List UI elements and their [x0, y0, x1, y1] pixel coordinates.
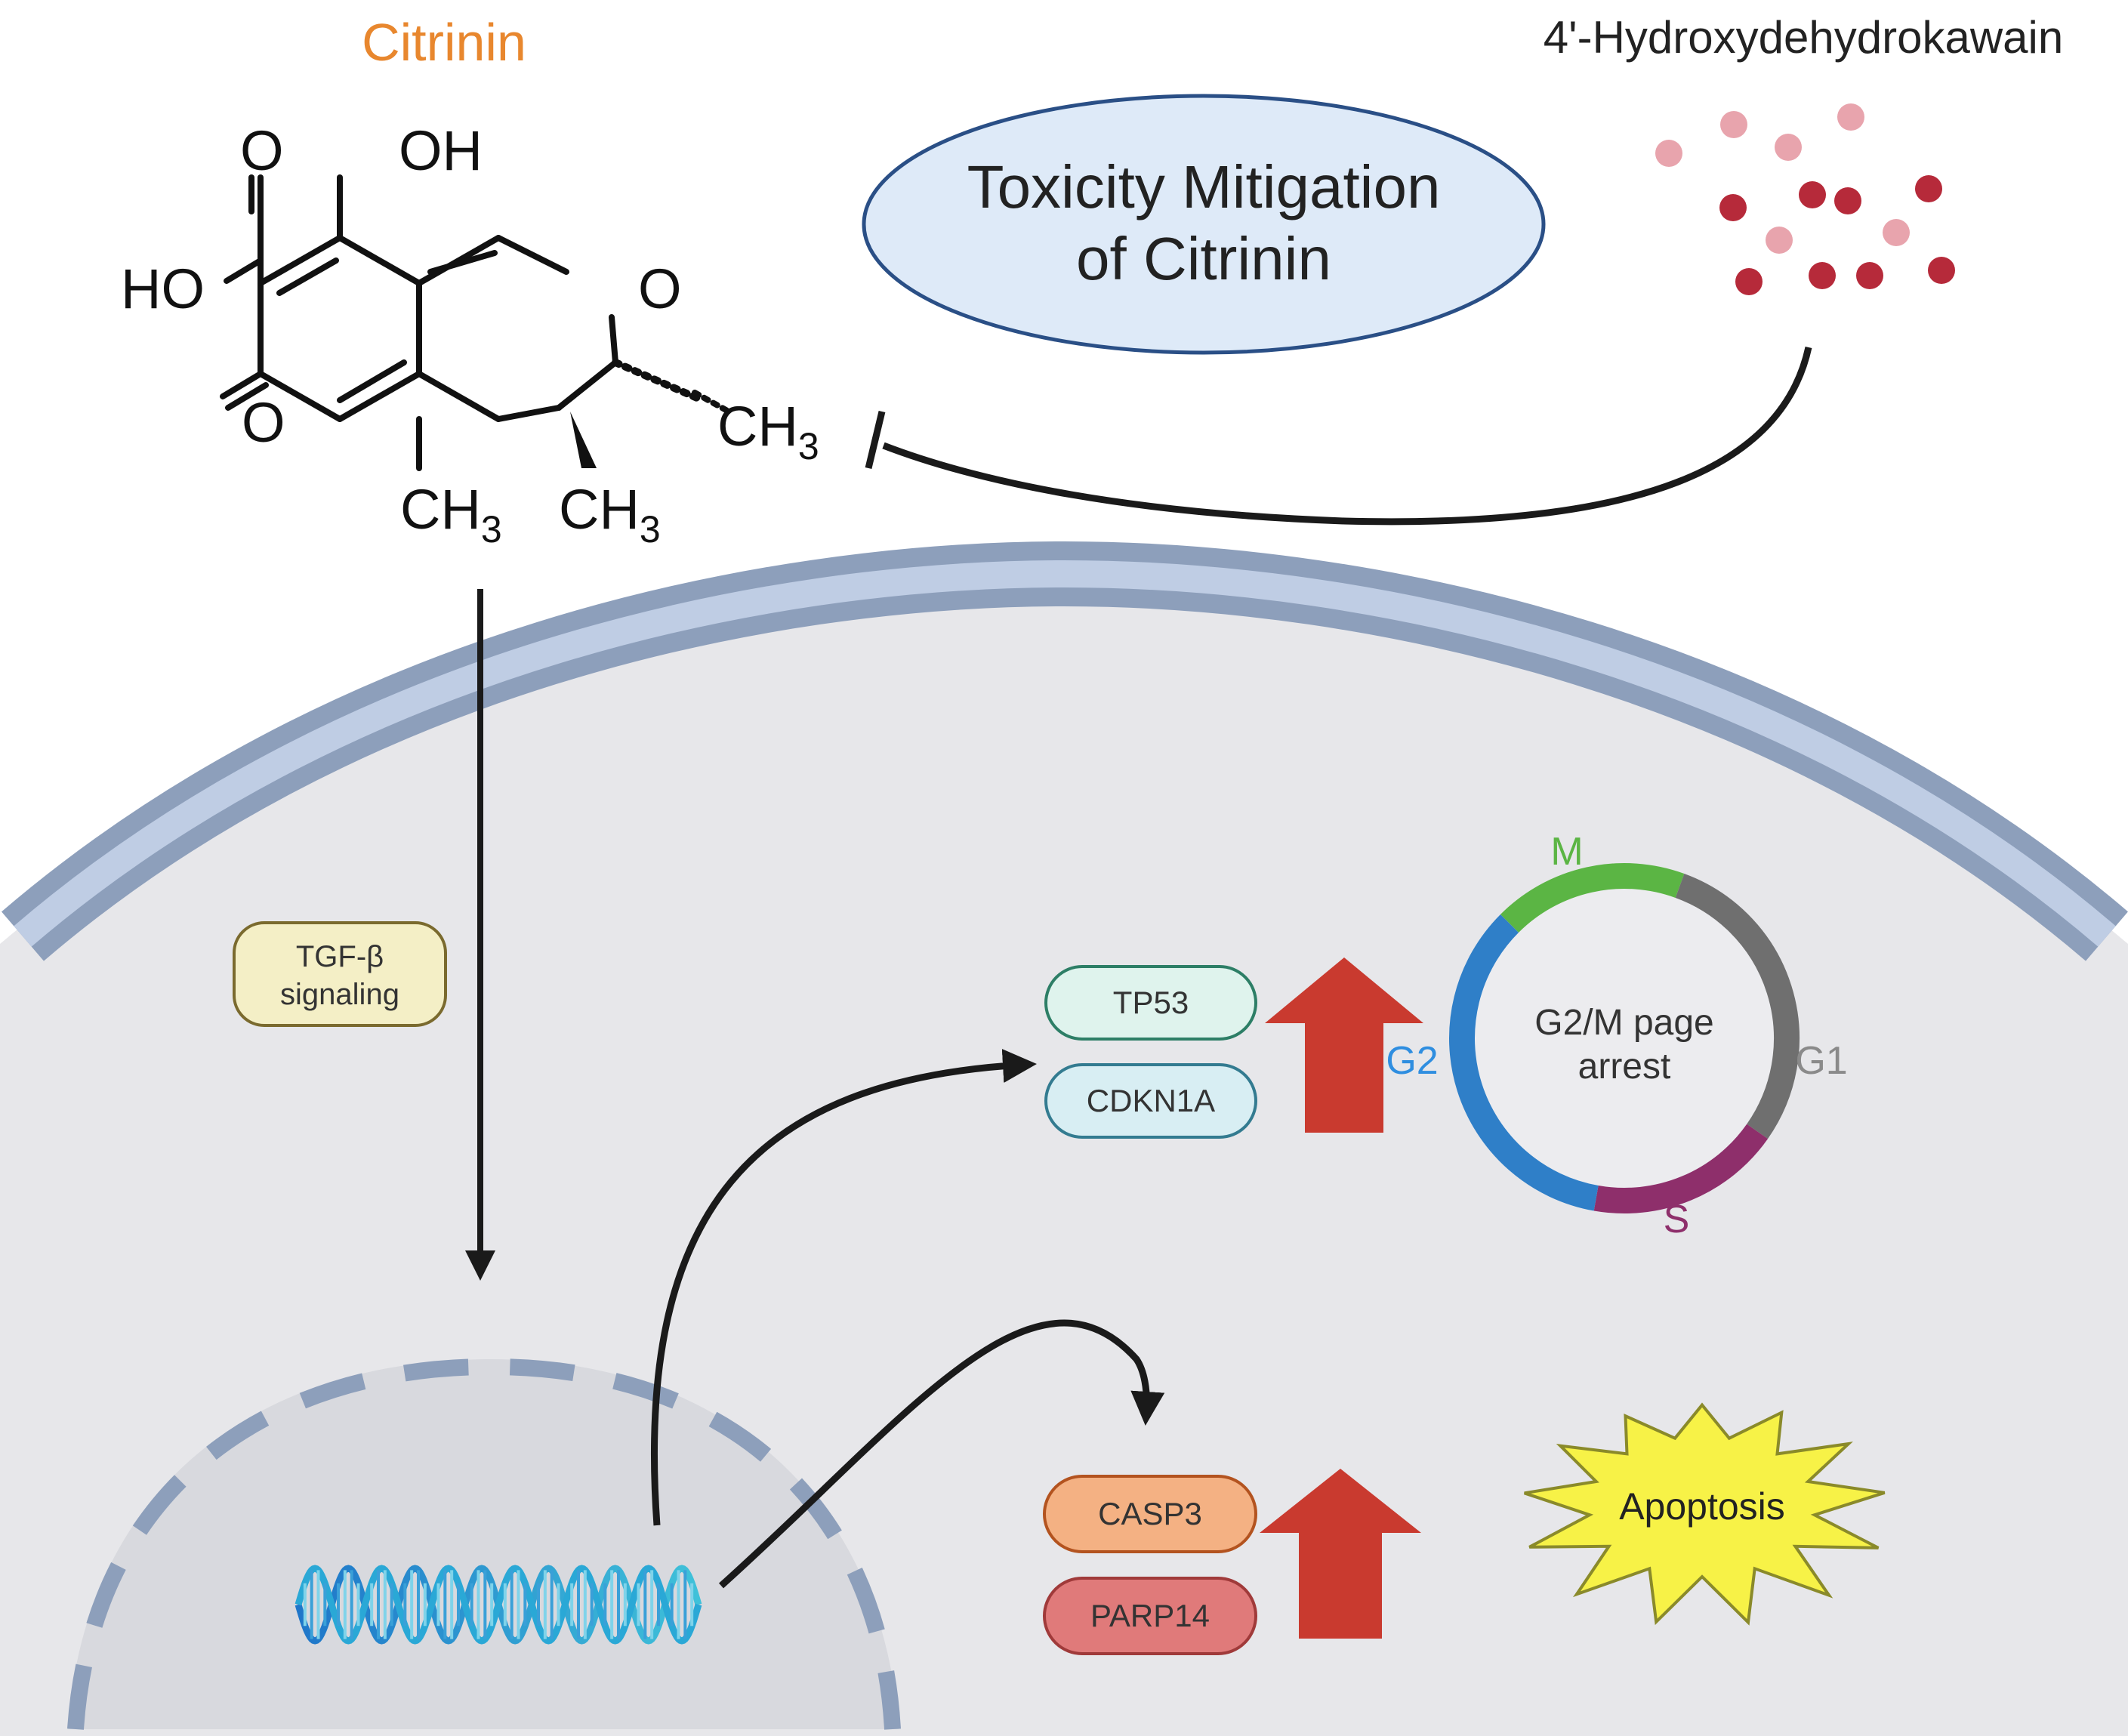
phase-g2-arc — [1449, 914, 1599, 1211]
mitigation-line1: Toxicity Mitigation — [967, 153, 1441, 220]
dna-strand-b — [295, 1565, 702, 1645]
tgf-beta-line1: TGF-β — [296, 940, 384, 973]
phase-g1-arc — [1675, 874, 1800, 1139]
upregulation-arrow-bottom — [1260, 1469, 1421, 1639]
atom-o-carbonyl: O — [240, 119, 284, 182]
phase-g2-label: G2 — [1386, 1039, 1438, 1083]
cell-cycle-center-line2: arrest — [1578, 1047, 1671, 1087]
gene-tp53-label: TP53 — [1113, 985, 1189, 1020]
citrinin-atom-labels: O OH HO O O CH3 CH3 CH3 — [121, 119, 819, 550]
upregulation-arrow-top — [1265, 957, 1423, 1133]
cell-membrane-inner — [14, 560, 2116, 947]
dna-rungs — [303, 1570, 694, 1639]
phase-s-label: S — [1664, 1198, 1690, 1241]
atom-ho: HO — [121, 257, 205, 320]
gene-cdkn1a: CDKN1A — [1044, 1063, 1257, 1139]
phase-m-label: M — [1550, 830, 1583, 874]
cell-cycle-center-line1: G2/M page — [1534, 1003, 1713, 1043]
cell-cycle-ring: G2/M page arrest M G1 G2 S — [1386, 830, 1847, 1241]
atom-oh-top: OH — [399, 119, 483, 182]
dna-helix — [295, 1565, 702, 1645]
nucleus — [67, 1358, 901, 1730]
citrinin-structure — [220, 174, 732, 471]
mitigation-ellipse — [862, 94, 1546, 355]
tgf-beta-box: TGF-β signaling — [233, 921, 447, 1027]
atom-ch3-right: CH3 — [717, 395, 819, 467]
dna-to-tp53-arrow — [651, 1049, 1037, 1526]
dna-to-casp3-arrow — [718, 1319, 1165, 1589]
gene-cdkn1a-label: CDKN1A — [1087, 1083, 1215, 1118]
inhibition-arrow — [865, 347, 1812, 526]
tgf-beta-line2: signaling — [280, 978, 399, 1011]
gene-parp14-label: PARP14 — [1090, 1598, 1210, 1633]
citrinin-title: Citrinin — [362, 13, 526, 72]
mitigator-label: 4'-Hydroxydehydrokawain — [1544, 12, 2063, 63]
atom-ch3-bottom-left: CH3 — [400, 478, 502, 550]
cell-cycle-center — [1473, 887, 1775, 1189]
atom-o-keto: O — [242, 391, 285, 454]
gene-tp53: TP53 — [1044, 965, 1257, 1041]
phase-g1-label: G1 — [1795, 1039, 1847, 1083]
phase-s-arc — [1593, 1124, 1769, 1213]
mitigation-line2: of Citrinin — [1076, 225, 1331, 292]
gene-casp3-label: CASP3 — [1098, 1496, 1202, 1531]
atom-ch3-bottom-right: CH3 — [559, 478, 661, 550]
apoptosis-starburst — [1524, 1402, 1886, 1626]
gene-parp14: PARP14 — [1043, 1577, 1257, 1655]
phase-m-arc — [1500, 863, 1685, 933]
gene-casp3: CASP3 — [1043, 1475, 1257, 1553]
apoptosis-label: Apoptosis — [1619, 1485, 1785, 1528]
mitigator-particles — [1655, 103, 1955, 295]
nucleus-body — [68, 1359, 899, 1729]
citrinin-wedge-bond — [570, 412, 597, 468]
atom-o-ring: O — [638, 257, 682, 320]
